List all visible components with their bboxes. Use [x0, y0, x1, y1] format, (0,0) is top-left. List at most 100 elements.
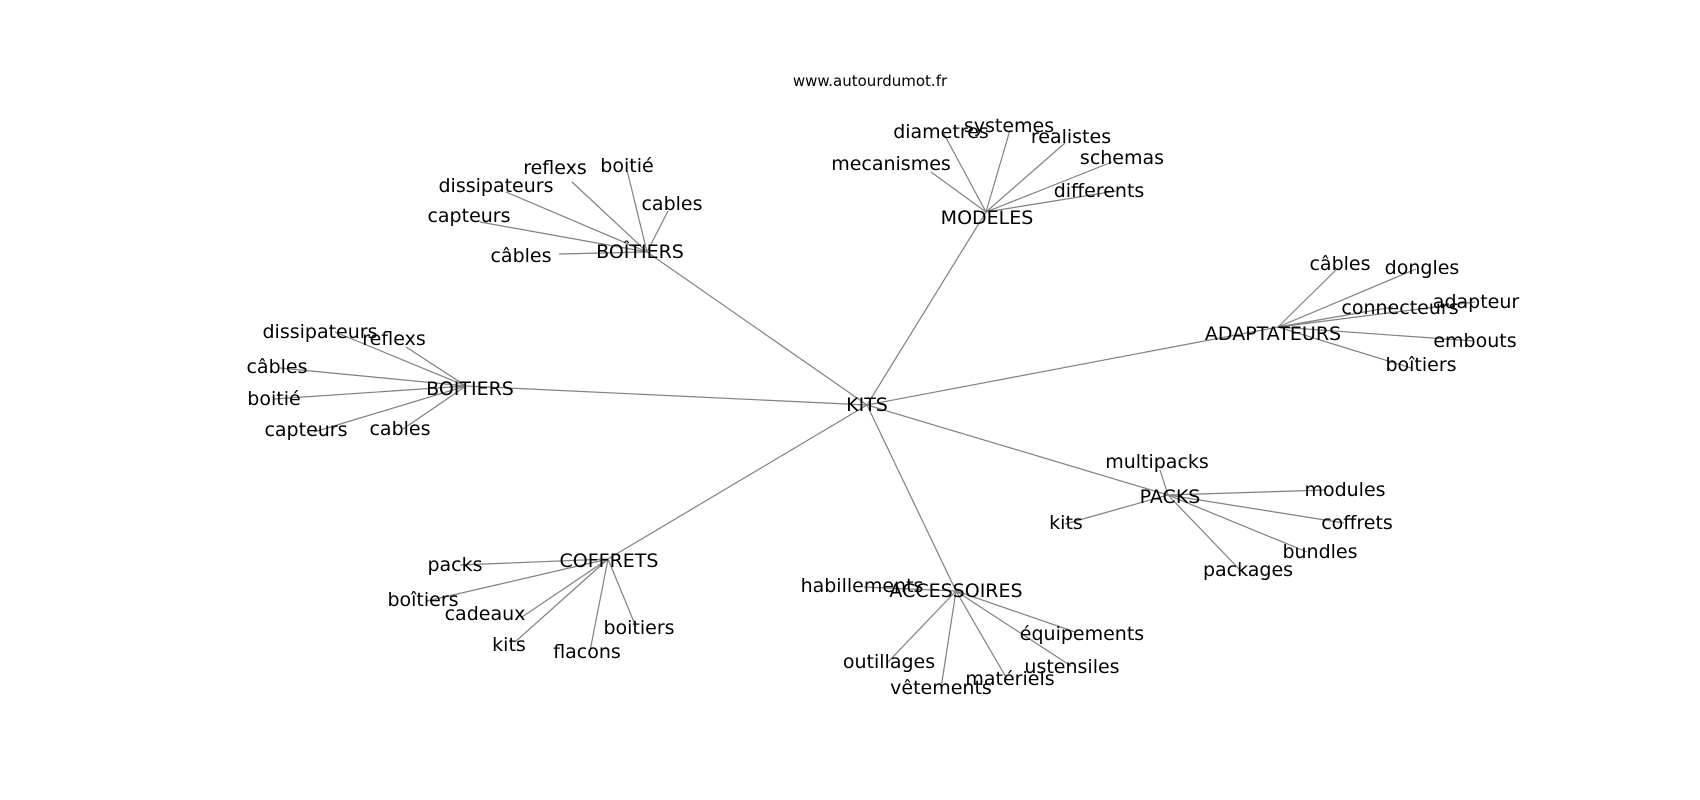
edge-group2-leaf4	[1277, 326, 1475, 342]
node-leaf: kits	[492, 634, 526, 656]
node-leaf: cadeaux	[445, 603, 526, 625]
node-leaf: modules	[1304, 479, 1385, 501]
edge-group0-leaf5	[646, 210, 669, 253]
node-leaf: habillements	[801, 575, 924, 597]
edge-group5-leaf5	[607, 558, 637, 628]
node-leaf: câbles	[246, 356, 307, 378]
node-leaf: capteurs	[264, 419, 347, 441]
edge-root-to-5	[607, 404, 868, 560]
node-leaf: ustensiles	[1024, 656, 1119, 678]
node-group: ACCESSOIRES	[889, 580, 1022, 602]
edge-group6-leaf1	[955, 590, 1076, 633]
edge-group1-leaf3	[985, 161, 1113, 213]
node-leaf: capteurs	[427, 205, 510, 227]
node-leaf: mecanismes	[831, 153, 951, 175]
node-leaf: realistes	[1031, 126, 1111, 148]
edge-group6-leaf2	[887, 590, 957, 663]
node-group: COFFRETS	[560, 550, 659, 572]
node-leaf: cables	[641, 193, 702, 215]
node-leaf: vêtements	[890, 677, 992, 699]
edge-root-to-6	[866, 404, 957, 592]
node-leaf: multipacks	[1105, 451, 1209, 473]
edge-group1-leaf0	[943, 133, 987, 213]
graph-labels: KITSBOÎTIERSboitiéreflexsdissipateurscap…	[246, 115, 1519, 699]
edge-group3-leaf5	[402, 385, 467, 430]
edge-group5-leaf1	[426, 558, 609, 602]
edge-group0-leaf1	[571, 181, 648, 253]
node-leaf: packs	[427, 554, 482, 576]
node-leaf: diametres	[893, 121, 989, 143]
edge-group0-leaf0	[626, 169, 648, 253]
node-leaf: dissipateurs	[262, 321, 377, 343]
edge-group0-leaf4	[558, 251, 648, 255]
node-leaf: reflexs	[523, 157, 587, 179]
edge-root-to-3	[465, 385, 868, 406]
edge-root-to-2	[866, 326, 1279, 406]
node-group: MODELES	[941, 207, 1034, 229]
edge-group5-leaf0	[459, 558, 609, 566]
node-leaf: câbles	[490, 245, 551, 267]
node-leaf: coffrets	[1321, 512, 1393, 534]
node-group: PACKS	[1140, 486, 1201, 508]
edge-group6-leaf4	[940, 590, 957, 689]
node-leaf: embouts	[1433, 330, 1516, 352]
edge-group4-leaf3	[1167, 494, 1345, 524]
node-leaf: bundles	[1282, 541, 1357, 563]
node-leaf: differents	[1054, 180, 1145, 202]
node-leaf: câbles	[1309, 253, 1370, 275]
edge-group6-leaf3	[955, 590, 1072, 667]
edge-group5-leaf2	[521, 558, 609, 618]
edge-group4-leaf4	[1167, 494, 1308, 553]
node-group: BOITIERS	[426, 378, 514, 400]
node-leaf: boitié	[600, 155, 653, 177]
edge-group1-leaf1	[985, 129, 1011, 213]
edge-group5-leaf4	[589, 558, 609, 652]
graph-edges	[273, 129, 1476, 689]
edge-group5-leaf3	[514, 558, 609, 643]
node-leaf: kits	[1049, 512, 1083, 534]
edge-group2-leaf2	[1277, 306, 1394, 328]
edge-group3-leaf1	[405, 346, 467, 387]
edge-group6-leaf5	[955, 590, 1008, 680]
edge-group0-leaf3	[479, 221, 648, 253]
edge-root-to-0	[646, 251, 868, 406]
edge-group4-leaf5	[1167, 494, 1241, 571]
edge-group3-leaf4	[313, 385, 467, 433]
edge-root-to-1	[866, 211, 987, 406]
node-leaf: matériels	[965, 668, 1054, 690]
edge-group2-leaf1	[1277, 268, 1417, 328]
node-leaf: adapteur	[1433, 291, 1520, 313]
edge-group0-leaf2	[505, 191, 648, 253]
node-leaf: boîtiers	[1385, 354, 1456, 376]
edge-group3-leaf0	[334, 331, 467, 387]
edge-group6-leaf0	[863, 586, 957, 592]
edge-root-to-4	[866, 404, 1169, 496]
node-root: KITS	[846, 394, 888, 416]
edge-group4-leaf0	[1159, 469, 1169, 496]
node-leaf: systemes	[964, 115, 1054, 137]
edge-group3-leaf2	[279, 367, 467, 387]
node-leaf: cables	[369, 418, 430, 440]
node-leaf: packages	[1203, 559, 1293, 581]
node-leaf: connecteurs	[1341, 297, 1458, 319]
node-leaf: boitié	[247, 388, 300, 410]
node-leaf: boitiers	[603, 617, 674, 639]
node-leaf: dongles	[1385, 257, 1460, 279]
edge-group2-leaf5	[1277, 326, 1412, 369]
node-leaf: reflexs	[362, 328, 426, 350]
edge-group4-leaf1	[1167, 489, 1326, 496]
edge-group2-leaf0	[1277, 267, 1339, 328]
edge-group2-leaf3	[1277, 301, 1476, 328]
edge-group4-leaf2	[1064, 494, 1169, 525]
node-group: ADAPTATEURS	[1205, 323, 1341, 345]
node-leaf: schemas	[1080, 147, 1164, 169]
edge-group1-leaf2	[985, 142, 1066, 213]
edge-group1-leaf4	[930, 171, 987, 213]
node-leaf: dissipateurs	[438, 175, 553, 197]
edge-group3-leaf3	[273, 385, 467, 400]
node-leaf: boîtiers	[387, 589, 458, 611]
node-leaf: équipements	[1020, 623, 1144, 645]
edge-group1-leaf5	[985, 190, 1117, 213]
node-leaf: outillages	[843, 651, 935, 673]
